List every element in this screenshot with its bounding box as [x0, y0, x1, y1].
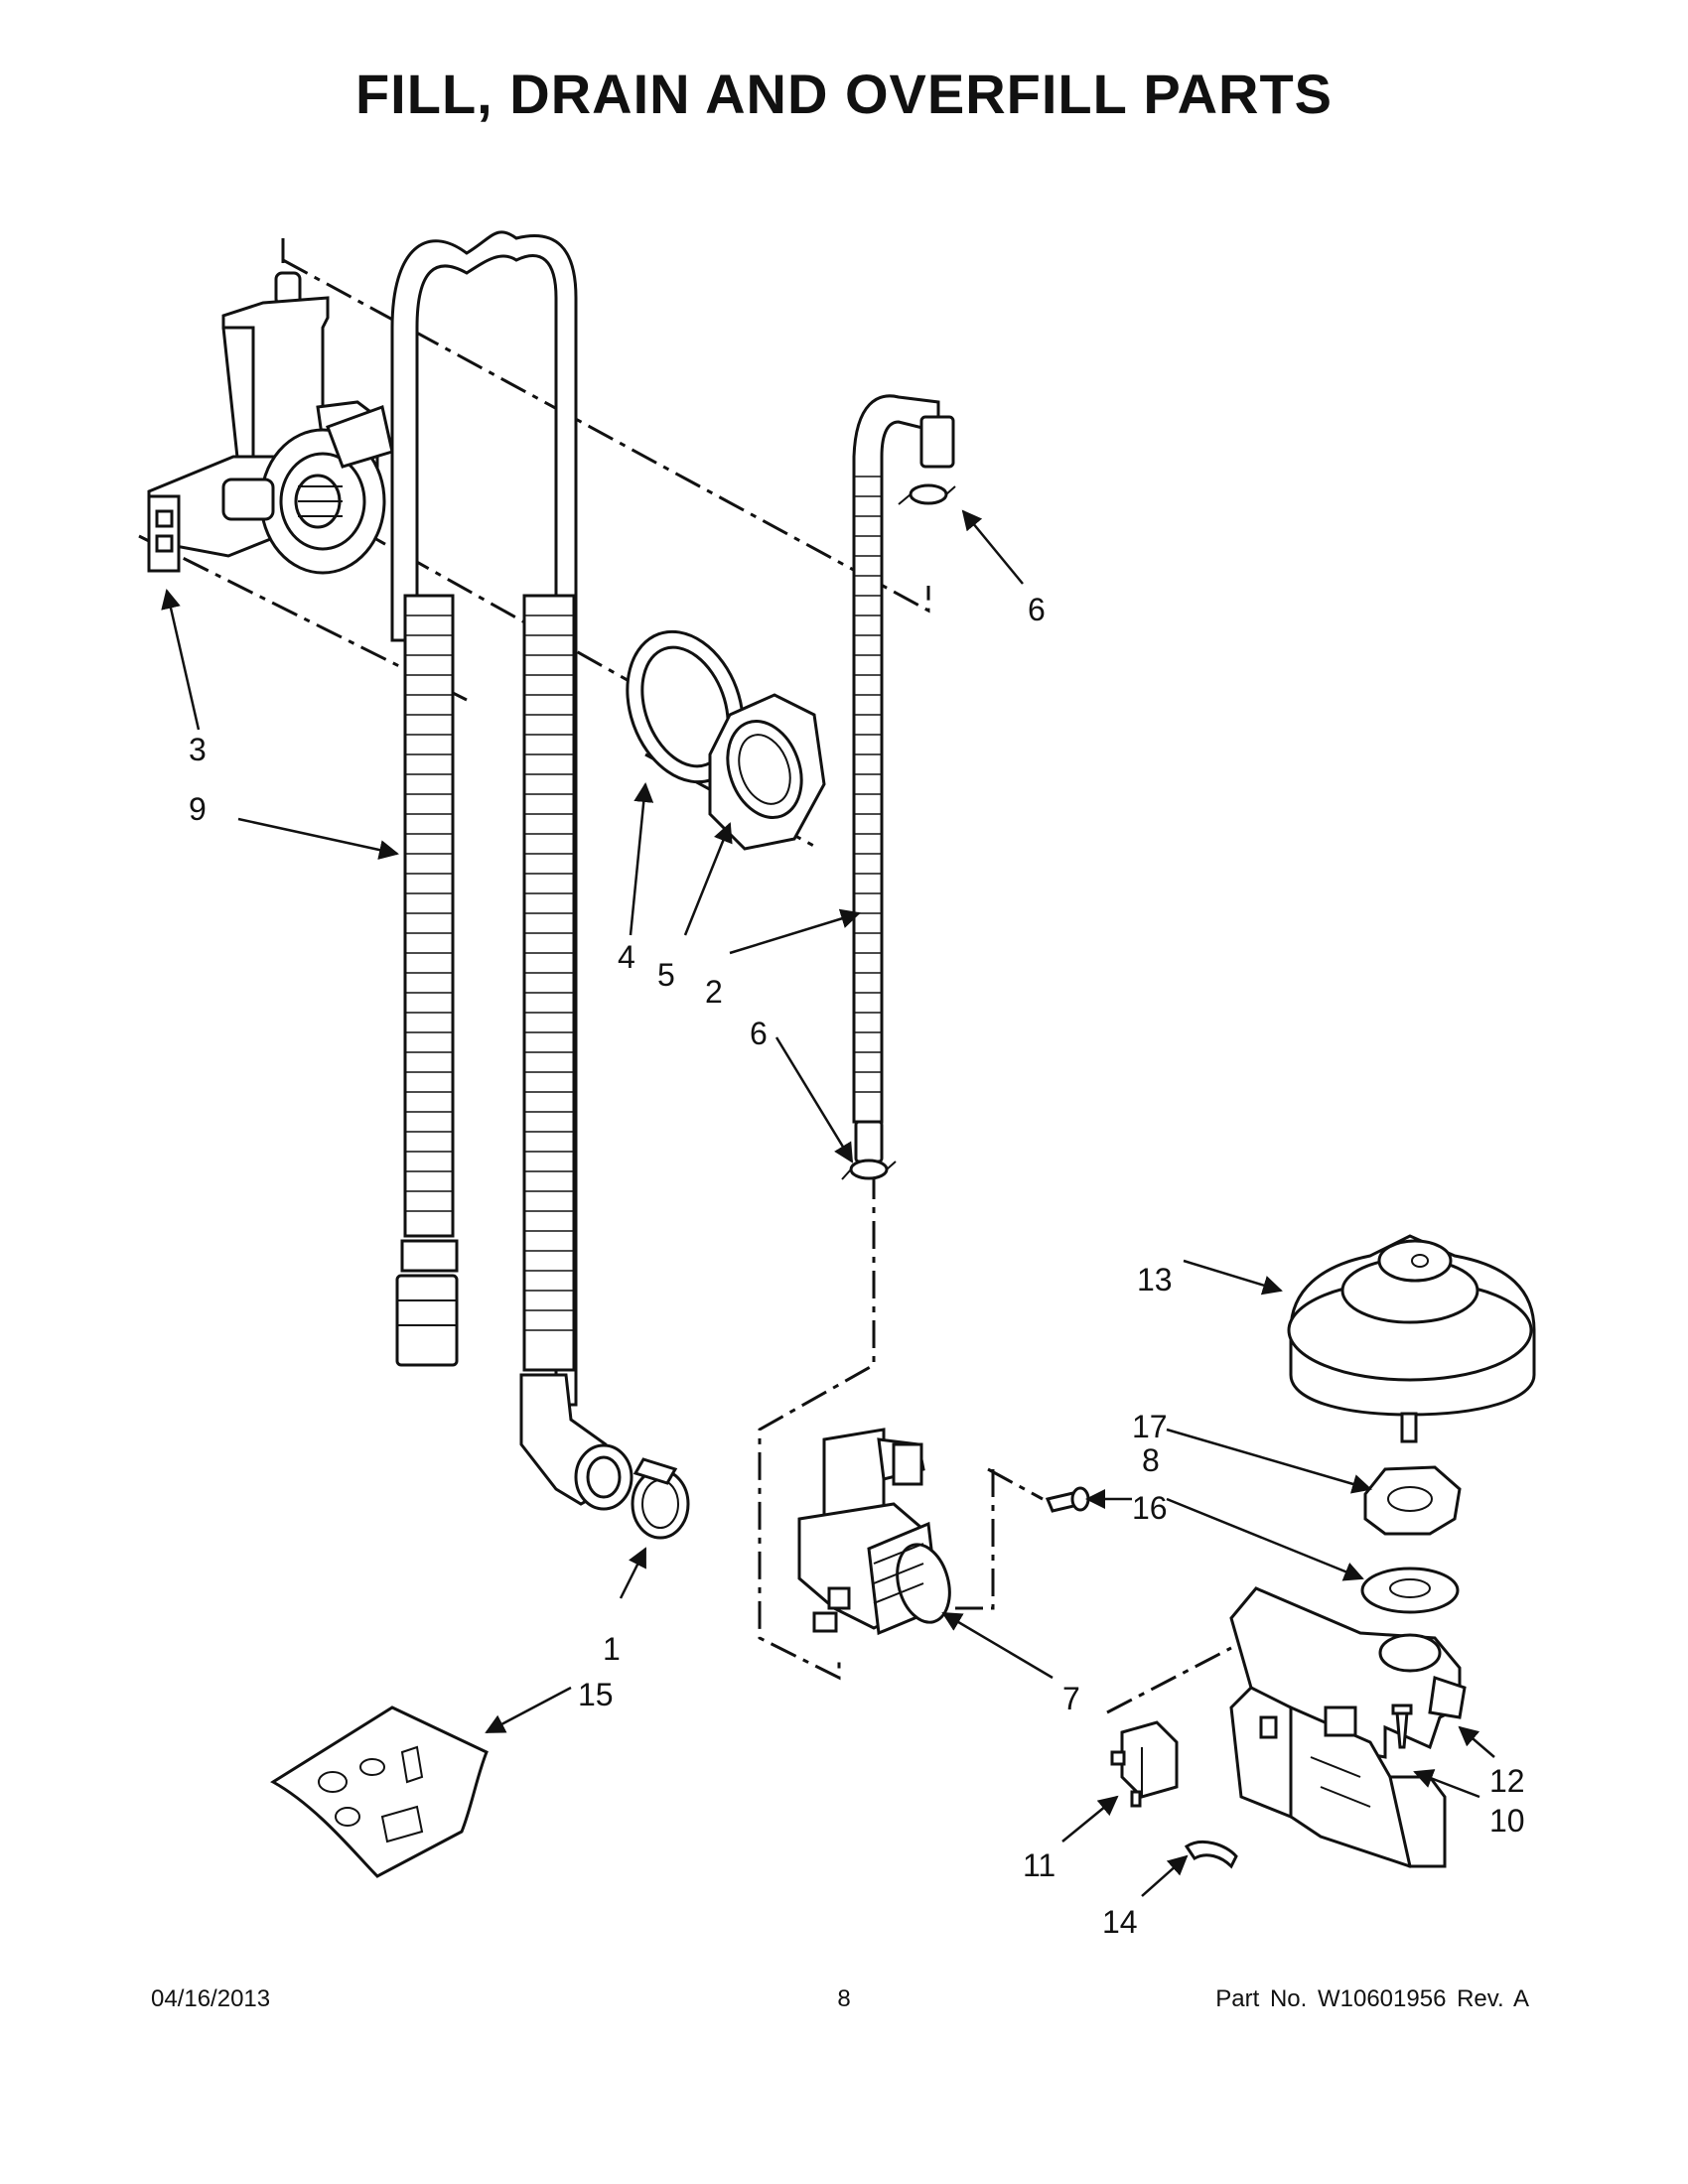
footer-part-number: Part No. W10601956 Rev. A: [1215, 1985, 1529, 2012]
part-drain-hose: [390, 230, 633, 1511]
callout-12: 12: [1489, 1763, 1525, 1799]
callout-6-lower: 6: [750, 1016, 768, 1051]
leader-lines: [161, 509, 1495, 1897]
part-switch-clip: [1184, 1841, 1238, 1869]
callout-4: 4: [618, 939, 635, 975]
part-screw: [1045, 1486, 1090, 1513]
part-fill-hose: [852, 394, 955, 1163]
callout-numbers: 3 9 4 5 2 6 6 1 15 7 8 13 17 16 12 10 11…: [189, 592, 1525, 1940]
part-hex-nut: [708, 693, 826, 851]
drain-hose-ribs-right: [524, 614, 574, 1331]
callout-2: 2: [705, 974, 723, 1010]
callout-5: 5: [657, 957, 675, 993]
page-title: FILL, DRAIN AND OVERFILL PARTS: [354, 63, 1334, 125]
part-float-washer: [1360, 1567, 1460, 1614]
part-float: [1287, 1234, 1536, 1443]
part-float-nut: [1363, 1465, 1462, 1536]
part-hose-clip-lower: [841, 1159, 897, 1180]
callout-10: 10: [1489, 1803, 1525, 1839]
callout-16: 16: [1132, 1490, 1168, 1526]
callout-11: 11: [1023, 1847, 1055, 1883]
footer-page-number: 8: [837, 1985, 851, 2012]
callout-9: 9: [189, 791, 207, 827]
callout-3: 3: [189, 732, 207, 767]
callout-15: 15: [578, 1677, 614, 1712]
footer-date: 04/16/2013: [151, 1985, 271, 2012]
callout-7: 7: [1062, 1681, 1080, 1716]
callout-13: 13: [1137, 1262, 1173, 1297]
drain-hose-ribs-left: [405, 614, 453, 1212]
callout-1: 1: [603, 1631, 621, 1667]
callout-6-upper: 6: [1028, 592, 1046, 627]
part-hose-clip-upper: [898, 483, 956, 505]
part-air-gap-vent: [147, 271, 394, 575]
callout-14: 14: [1102, 1904, 1138, 1940]
part-float-switch-housing: [1229, 1586, 1467, 1868]
callout-17: 17: [1132, 1409, 1168, 1444]
callout-8: 8: [1142, 1442, 1160, 1478]
part-switch-screw: [1391, 1704, 1413, 1749]
part-inlet-valve: [797, 1428, 951, 1636]
part-hose-clamp: [631, 1457, 690, 1540]
part-hardware-bag: [270, 1706, 489, 1878]
part-float-switch: [1110, 1720, 1179, 1808]
fill-hose-ribs: [854, 476, 882, 1093]
